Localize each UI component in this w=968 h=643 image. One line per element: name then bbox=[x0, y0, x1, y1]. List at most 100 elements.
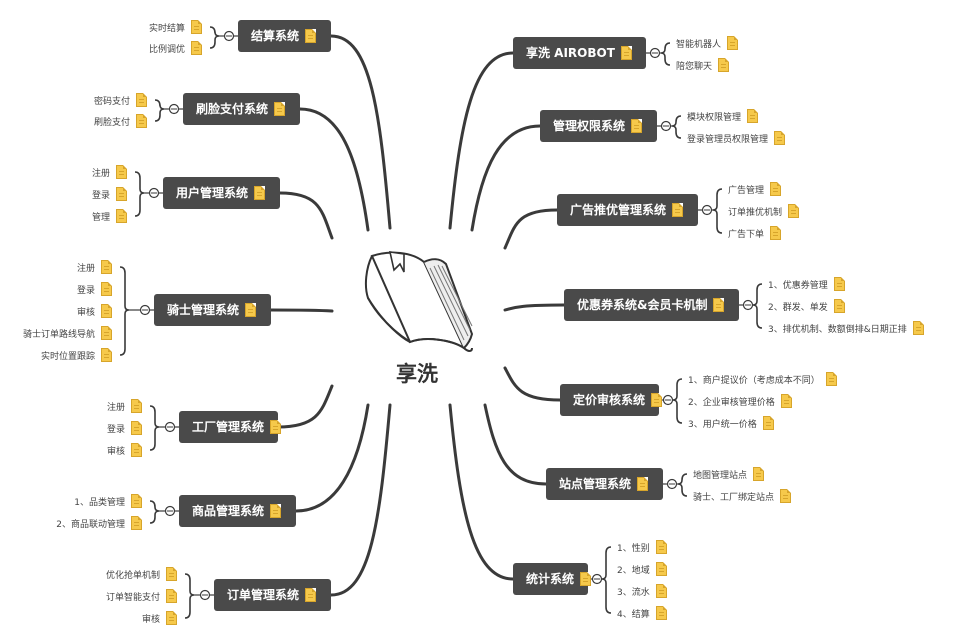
leaf-item[interactable]: 2、群发、单发 bbox=[768, 298, 845, 314]
leaf-label: 登录管理员权限管理 bbox=[687, 134, 769, 145]
branch-title: 统计系统 bbox=[526, 572, 575, 586]
leaf-item[interactable]: 登录 bbox=[107, 420, 142, 436]
leaf-item[interactable]: 模块权限管理 bbox=[687, 108, 759, 124]
leaf-item[interactable]: 注册 bbox=[92, 164, 127, 180]
note-icon bbox=[305, 29, 317, 43]
branch-node[interactable]: 刷脸支付系统 bbox=[183, 93, 300, 125]
branch-wire bbox=[269, 308, 334, 313]
leaf-label: 订单推优机制 bbox=[728, 207, 783, 218]
leaf-label: 注册 bbox=[91, 168, 110, 179]
leaf-label: 广告下单 bbox=[728, 229, 765, 240]
note-icon bbox=[101, 260, 112, 274]
leaf-item[interactable]: 审核 bbox=[107, 442, 142, 458]
leaf-label: 1、优惠券管理 bbox=[768, 280, 828, 291]
bracket-line bbox=[149, 500, 160, 524]
leaf-item[interactable]: 实时结算 bbox=[149, 19, 202, 35]
branch-node[interactable]: 用户管理系统 bbox=[163, 177, 280, 209]
leaf-item[interactable]: 密码支付 bbox=[94, 92, 147, 108]
leaf-item[interactable]: 3、流水 bbox=[617, 583, 667, 599]
branch-wire bbox=[329, 403, 392, 597]
branch-node[interactable]: 工厂管理系统 bbox=[179, 411, 282, 443]
note-icon bbox=[131, 421, 142, 435]
branch-title: 订单管理系统 bbox=[227, 588, 300, 602]
leaf-item[interactable]: 优化抢单机制 bbox=[106, 566, 177, 582]
note-icon bbox=[672, 203, 684, 217]
leaf-item[interactable]: 比例调优 bbox=[149, 40, 202, 56]
leaf-item[interactable]: 广告下单 bbox=[728, 225, 782, 241]
branch-wire bbox=[503, 366, 562, 402]
leaf-label: 订单智能支付 bbox=[105, 592, 160, 603]
book-icon bbox=[364, 251, 474, 352]
note-icon bbox=[718, 58, 730, 72]
leaf-item[interactable]: 2、商品联动管理 bbox=[56, 515, 142, 531]
branch-wire bbox=[448, 403, 515, 581]
note-icon bbox=[254, 186, 266, 200]
note-icon bbox=[770, 182, 782, 196]
leaf-item[interactable]: 登录 bbox=[92, 186, 127, 202]
leaf-item[interactable]: 智能机器人 bbox=[676, 35, 739, 51]
leaf-item[interactable]: 地图管理站点 bbox=[693, 466, 765, 482]
leaf-item[interactable]: 骑士、工厂绑定站点 bbox=[693, 488, 792, 504]
note-icon bbox=[136, 93, 147, 107]
branch-node[interactable]: 广告推优管理系统 bbox=[557, 194, 698, 226]
branch-title: 骑士管理系统 bbox=[167, 303, 240, 317]
note-icon bbox=[116, 187, 127, 201]
branch-node[interactable]: 定价审核系统 bbox=[560, 384, 663, 416]
leaf-item[interactable]: 注册 bbox=[77, 259, 112, 275]
leaf-item[interactable]: 2、地域 bbox=[617, 561, 667, 577]
bracket-line bbox=[154, 99, 165, 122]
leaf-item[interactable]: 1、性别 bbox=[617, 539, 667, 555]
leaf-label: 广告管理 bbox=[728, 185, 765, 196]
branch-node[interactable]: 商品管理系统 bbox=[179, 495, 296, 527]
branch-node[interactable]: 管理权限系统 bbox=[540, 110, 657, 142]
branch-node[interactable]: 享洗 AIROBOT bbox=[513, 37, 646, 69]
note-icon bbox=[655, 584, 667, 598]
leaf-item[interactable]: 1、优惠券管理 bbox=[768, 276, 845, 292]
leaf-item[interactable]: 注册 bbox=[107, 398, 142, 414]
leaf-item[interactable]: 审核 bbox=[77, 303, 112, 319]
branch-node[interactable]: 订单管理系统 bbox=[214, 579, 331, 611]
leaf-label: 3、流水 bbox=[617, 587, 650, 598]
leaf-label: 2、群发、单发 bbox=[768, 302, 828, 313]
leaf-label: 刷脸支付 bbox=[93, 117, 130, 128]
branch-node[interactable]: 站点管理系统 bbox=[546, 468, 663, 500]
leaf-item[interactable]: 管理 bbox=[92, 208, 127, 224]
note-icon bbox=[136, 114, 147, 128]
note-icon bbox=[833, 299, 845, 313]
bracket-line bbox=[712, 188, 723, 234]
leaf-label: 2、商品联动管理 bbox=[56, 519, 125, 530]
note-icon bbox=[631, 119, 643, 133]
branch-node[interactable]: 骑士管理系统 bbox=[154, 294, 271, 326]
note-icon bbox=[780, 489, 792, 503]
branch-node[interactable]: 结算系统 bbox=[238, 20, 331, 52]
note-icon bbox=[833, 277, 845, 291]
branch-title: 广告推优管理系统 bbox=[570, 203, 667, 217]
leaf-item[interactable]: 3、用户统一价格 bbox=[688, 415, 774, 431]
leaf-item[interactable]: 实时位置跟踪 bbox=[41, 347, 112, 363]
note-icon bbox=[116, 209, 127, 223]
leaf-item[interactable]: 订单智能支付 bbox=[106, 588, 177, 604]
leaf-item[interactable]: 刷脸支付 bbox=[94, 113, 147, 129]
leaf-item[interactable]: 广告管理 bbox=[728, 181, 782, 197]
leaf-item[interactable]: 登录管理员权限管理 bbox=[687, 130, 786, 146]
leaf-item[interactable]: 陪您聊天 bbox=[676, 57, 730, 73]
leaf-item[interactable]: 1、商户提议价（考虑成本不同） bbox=[688, 371, 837, 387]
leaf-item[interactable]: 4、结算 bbox=[617, 605, 667, 621]
leaf-item[interactable]: 1、品类管理 bbox=[74, 493, 142, 509]
leaf-item[interactable]: 3、排优机制、数额倒排&日期正排 bbox=[768, 320, 924, 336]
leaf-item[interactable]: 登录 bbox=[77, 281, 112, 297]
note-icon bbox=[580, 572, 592, 586]
leaf-item[interactable]: 订单推优机制 bbox=[728, 203, 800, 219]
note-icon bbox=[727, 36, 739, 50]
branch-wire bbox=[448, 51, 515, 230]
leaf-item[interactable]: 2、企业审核管理价格 bbox=[688, 393, 792, 409]
note-icon bbox=[116, 165, 127, 179]
leaf-item[interactable]: 骑士订单路线导航 bbox=[23, 325, 112, 341]
leaf-item[interactable]: 审核 bbox=[142, 610, 177, 626]
leaf-label: 3、用户统一价格 bbox=[688, 419, 757, 430]
branch-node[interactable]: 统计系统 bbox=[513, 563, 592, 595]
note-icon bbox=[620, 46, 632, 60]
leaf-label: 实时结算 bbox=[148, 23, 185, 34]
branch-node[interactable]: 优惠券系统&会员卡机制 bbox=[564, 289, 739, 321]
